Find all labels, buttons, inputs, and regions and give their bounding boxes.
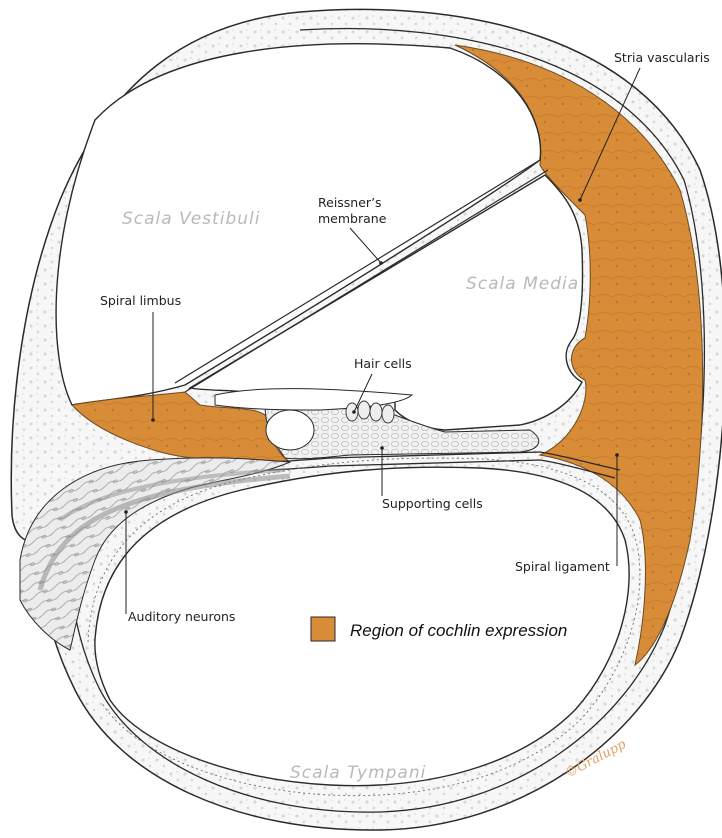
reissners-label-line2: membrane: [318, 211, 387, 226]
reissners-label-line1: Reissner’s: [318, 195, 382, 210]
scala-tympani-label: Scala Tympani: [290, 763, 426, 783]
legend-label: Region of cochlin expression: [350, 621, 567, 640]
supporting-cells-label: Supporting cells: [382, 496, 483, 511]
inner-sulcus: [266, 410, 314, 450]
spiral-limbus-label: Spiral limbus: [100, 293, 181, 308]
hair-cells-label: Hair cells: [354, 356, 412, 371]
stria-vascularis-label: Stria vascularis: [614, 50, 710, 65]
scala-media-label: Scala Media: [466, 274, 579, 294]
spiral-ligament-label: Spiral ligament: [515, 559, 610, 574]
auditory-neurons-label: Auditory neurons: [128, 609, 235, 624]
legend-swatch: [311, 617, 335, 641]
scala-vestibuli-label: Scala Vestibuli: [122, 209, 260, 229]
